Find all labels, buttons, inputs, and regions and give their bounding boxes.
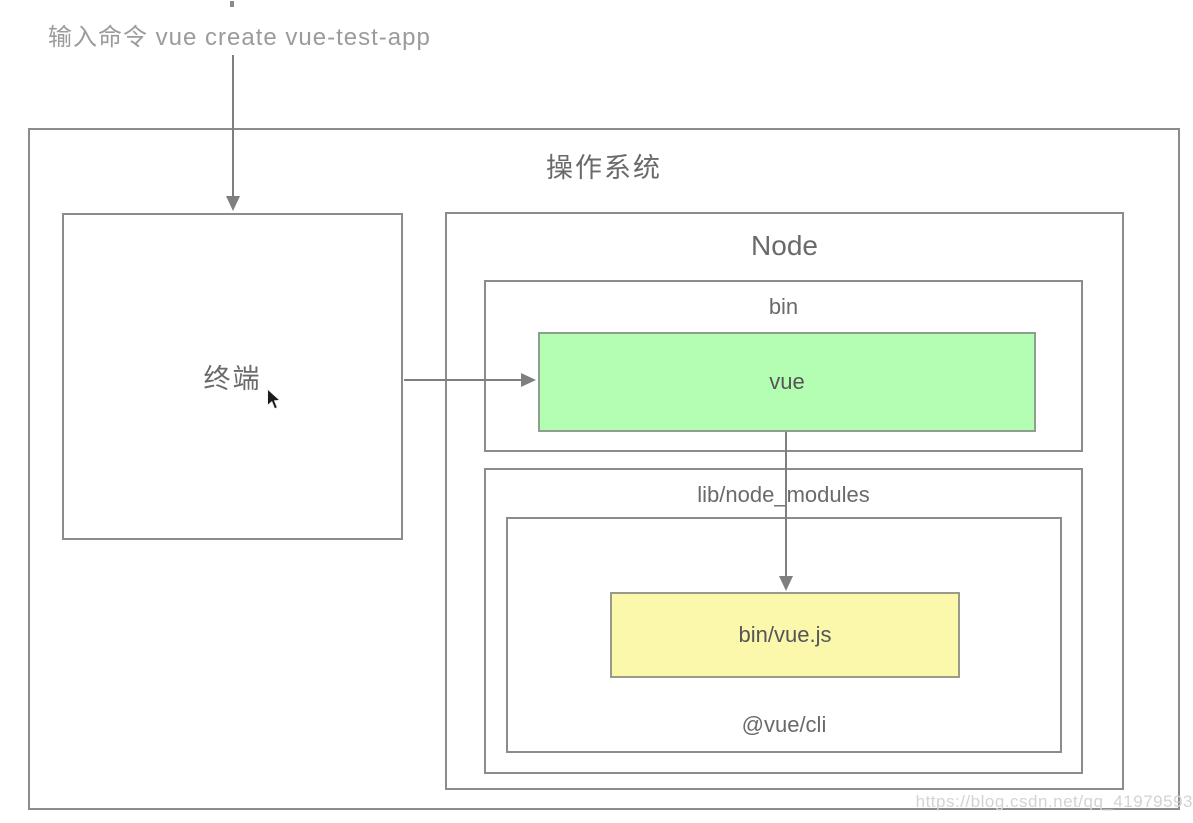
bin-vuejs-label: bin/vue.js: [738, 622, 832, 647]
os-box: 操作系统 终端 Node bin vue lib/node_modules: [28, 128, 1180, 810]
top-edge-tick: [230, 1, 234, 7]
terminal-label: 终端: [203, 364, 262, 394]
vue-label: vue: [769, 369, 805, 394]
mouse-cursor-icon: [267, 388, 282, 410]
terminal-box: 终端: [62, 213, 403, 540]
node-box-title: Node: [751, 230, 818, 261]
bin-box-title: bin: [768, 294, 799, 319]
node-box: Node bin vue lib/node_modules bin/vue.js…: [445, 212, 1124, 790]
bin-vuejs-box: bin/vue.js: [610, 592, 960, 678]
watermark-url: https://blog.csdn.net/qq_41979593: [915, 792, 1193, 811]
vue-box: vue: [538, 332, 1036, 432]
lib-node-modules-box: lib/node_modules bin/vue.js @vue/cli: [484, 468, 1083, 774]
vue-cli-box: bin/vue.js @vue/cli: [506, 517, 1062, 753]
lib-node-modules-title: lib/node_modules: [697, 482, 870, 507]
os-box-title: 操作系统: [546, 153, 662, 183]
vue-cli-label: @vue/cli: [741, 712, 827, 737]
bin-box: bin vue: [484, 280, 1083, 452]
command-annotation: 输入命令 vue create vue-test-app: [48, 24, 431, 51]
